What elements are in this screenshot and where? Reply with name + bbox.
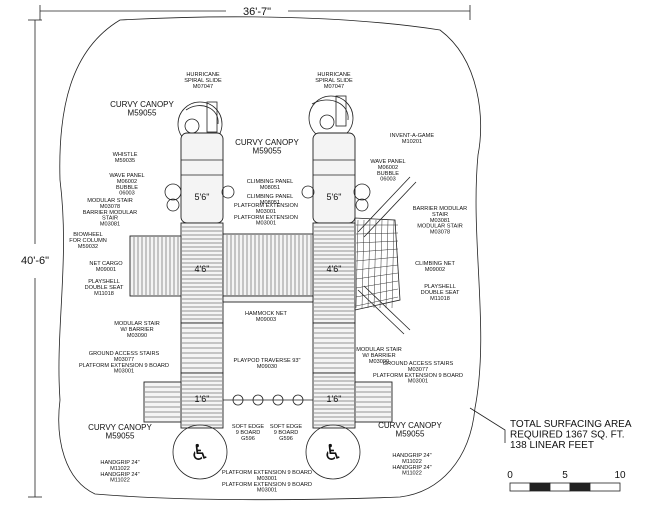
climbing-net — [354, 217, 401, 311]
scale-tick-5: 5 — [562, 470, 568, 481]
net-strand — [355, 219, 359, 309]
net-strand — [355, 256, 399, 262]
net-cargo-deck — [129, 235, 182, 297]
deck-slats — [133, 219, 399, 426]
deck-height-right-low: 1'6" — [327, 394, 342, 404]
net-strand — [361, 219, 365, 309]
tower-left — [164, 132, 235, 429]
net-strand — [385, 219, 389, 309]
deck-height-right-top: 5'6" — [327, 192, 342, 202]
wheelchair-icon: ♿ — [323, 441, 343, 466]
net-strand — [367, 219, 371, 309]
net-strand — [355, 232, 399, 235]
hammock-net-deck — [222, 233, 314, 297]
playpod-traverse — [223, 394, 313, 406]
deck-height-right-mid: 4'6" — [327, 264, 342, 274]
net-strand — [355, 296, 399, 307]
width-dimension: 36'-7" — [39, 3, 471, 20]
net-strand — [355, 240, 399, 244]
net-strand — [373, 219, 377, 309]
deck-height-left-low: 1'6" — [195, 394, 210, 404]
deck-height-left-mid: 4'6" — [195, 264, 210, 274]
surfacing-boundary — [58, 16, 482, 501]
accessible-area-left: ♿ — [172, 424, 228, 480]
net-strand — [355, 248, 399, 253]
height-label: 40'-6" — [21, 255, 49, 267]
width-label: 36'-7" — [243, 6, 271, 18]
wheelchair-icon: ♿ — [190, 441, 210, 466]
net-strand — [355, 264, 399, 271]
scale-bar: 0 5 10 — [507, 470, 626, 492]
net-strand — [355, 272, 399, 280]
diagonal-ladder-bottom — [357, 285, 411, 335]
scale-tick-0: 0 — [507, 470, 513, 481]
net-strand — [355, 288, 399, 298]
playpod-traverse-label: PLAYPOD TRAVERSE 93"M09030 — [234, 358, 301, 370]
deck-height-left-top: 5'6" — [195, 192, 210, 202]
net-strand — [355, 280, 399, 289]
height-dimension: 40'-6" — [21, 19, 49, 498]
net-strand — [391, 219, 395, 309]
net-strand — [379, 219, 383, 309]
diagonal-ladder-top — [357, 176, 417, 238]
scale-tick-10: 10 — [614, 470, 626, 481]
accessible-area-right: ♿ — [305, 424, 361, 480]
